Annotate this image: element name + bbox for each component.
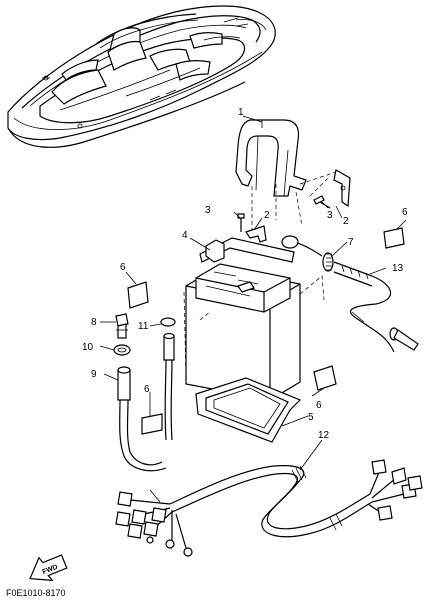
pad-bottom-left (141, 413, 163, 435)
part-label-8: 8 (91, 317, 97, 328)
pad-left (127, 281, 149, 309)
breather-fitting (281, 235, 334, 272)
part-label-2: 2 (264, 210, 270, 221)
part-label-6: 6 (144, 384, 150, 395)
battery (185, 237, 301, 401)
battery-strap (235, 119, 307, 197)
breather-hose (117, 366, 167, 472)
leader-lines (99, 115, 407, 471)
part-label-10: 10 (82, 342, 94, 353)
part-label-13: 13 (392, 263, 404, 274)
wire-harness (115, 459, 423, 557)
part-label-6: 6 (402, 207, 408, 218)
tube (160, 317, 176, 441)
fwd-arrow-icon: FWD (29, 554, 68, 582)
part-label-6: 6 (120, 262, 126, 273)
part-label-11: 11 (138, 321, 149, 332)
pad-bottom-right (313, 365, 337, 391)
hose-clamp (113, 344, 131, 356)
part-label-5: 5 (308, 412, 314, 423)
catalog-code: F0E1010-8170 (6, 588, 66, 598)
part-label-3: 3 (205, 205, 211, 216)
pad-top-right (383, 227, 405, 249)
battery-tray-mat (195, 377, 302, 443)
part-label-4: 4 (182, 230, 188, 241)
part-label-7: 7 (348, 237, 354, 248)
part-label-2: 2 (343, 216, 349, 227)
strap-bracket-right (333, 169, 351, 208)
boat-illustration (7, 5, 276, 148)
fitting (115, 313, 129, 339)
vent-hose (333, 261, 419, 353)
part-label-6: 6 (316, 400, 322, 411)
part-label-1: 1 (238, 107, 244, 118)
part-label-9: 9 (91, 369, 97, 380)
part-number-labels: 1 2 2 3 3 4 5 6 6 6 6 7 8 9 10 11 12 13 (82, 107, 408, 441)
part-label-3: 3 (327, 210, 333, 221)
part-label-12: 12 (318, 430, 330, 441)
strap-bracket-left (245, 225, 267, 243)
